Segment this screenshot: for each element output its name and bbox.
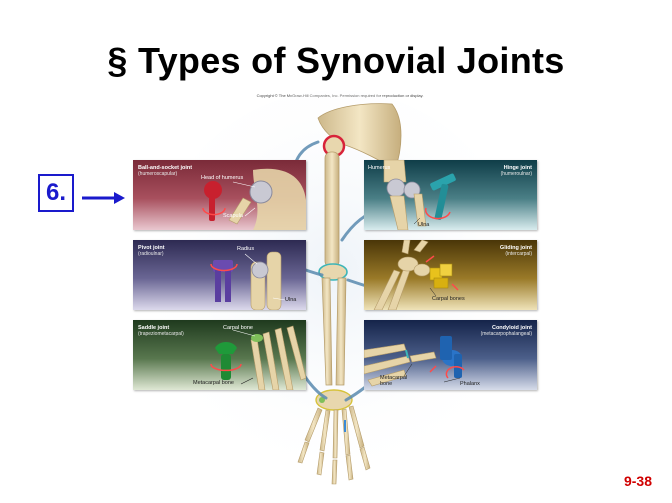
- label-carpal-bone: Carpal bone: [223, 325, 253, 331]
- panel-subtitle: (trapeziometacarpal): [138, 331, 184, 337]
- label-metacarpal-bone: Metacarpal bone: [193, 380, 234, 386]
- panel-title: Pivot joint: [138, 245, 165, 251]
- pivot-illustration: [210, 251, 286, 310]
- panel-condyloid: Condyloid joint (metacarpophalangeal) Me…: [364, 320, 537, 390]
- label-ulna: Ulna: [418, 222, 430, 228]
- label-metacarpal-bone: Metacarpal bone: [380, 375, 408, 387]
- slide-title: § Types of Synovial Joints: [107, 40, 565, 81]
- panel-pivot: Pivot joint (radioulnar) Radius Ulna: [133, 240, 306, 310]
- condyloid-illustration: [364, 336, 465, 387]
- label-ulna: Ulna: [285, 297, 297, 303]
- label-head-of-humerus: Head of humerus: [201, 175, 244, 181]
- right-arrow-icon: [82, 192, 125, 204]
- panel-subtitle: (humeroulnar): [500, 171, 532, 177]
- panel-subtitle: (radioulnar): [138, 251, 164, 257]
- label-humerus: Humerus: [368, 165, 391, 171]
- panel-title: Ball-and-socket joint: [138, 165, 193, 171]
- callout-number-box: 6.: [38, 174, 74, 212]
- panel-subtitle: (intercarpal): [505, 251, 532, 257]
- gliding-illustration: [373, 240, 459, 310]
- callout-number: 6.: [45, 179, 66, 206]
- panel-subtitle: (humeroscapular): [138, 171, 178, 177]
- panel-subtitle: (metacarpophalangeal): [480, 331, 532, 337]
- label-scapula: Scapula: [223, 213, 243, 219]
- slide-number: 9-38: [623, 473, 652, 489]
- label-phalanx: Phalanx: [460, 381, 480, 387]
- panel-hinge: Humerus Ulna Hinge joint (humeroulnar): [364, 160, 537, 230]
- panel-title: Hinge joint: [503, 165, 532, 171]
- saddle-illustration: [210, 325, 306, 390]
- panel-saddle: Saddle joint (trapeziometacarpal) Carpal…: [133, 320, 306, 390]
- panel-title: Condyloid joint: [491, 325, 532, 331]
- panel-title: Gliding joint: [499, 245, 532, 251]
- panel-gliding: Gliding joint (intercarpal) Carpal bones: [364, 240, 537, 310]
- ball-socket-illustration: [202, 168, 306, 230]
- label-radius: Radius: [237, 246, 255, 252]
- panel-ball-and-socket: Ball-and-socket joint (humeroscapular) H…: [133, 160, 306, 230]
- hinge-illustration: [383, 160, 456, 230]
- label-carpal-bones: Carpal bones: [432, 296, 465, 302]
- panel-title: Saddle joint: [138, 325, 170, 331]
